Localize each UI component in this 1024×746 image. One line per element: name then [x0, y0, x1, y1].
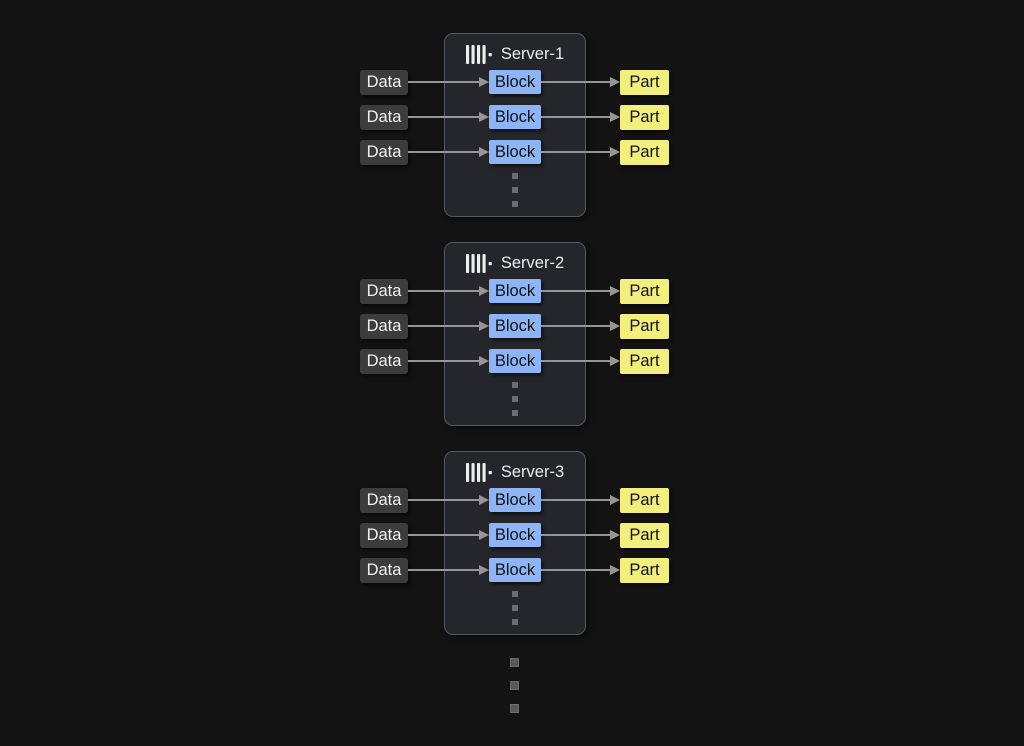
arrow-block-to-part: [541, 320, 620, 332]
ellipsis-dot: [512, 605, 518, 611]
part-node: Part: [620, 279, 669, 304]
block-node: Block: [489, 279, 541, 303]
block-node: Block: [489, 523, 541, 547]
ellipsis-dot: [512, 619, 518, 625]
data-node: Data: [360, 488, 408, 513]
server-title: Server-1: [500, 45, 565, 63]
part-node: Part: [620, 558, 669, 583]
server-header: Server-3: [445, 461, 585, 483]
ellipsis-dot: [512, 173, 518, 179]
arrow-data-to-block: [408, 494, 489, 506]
block-node: Block: [489, 488, 541, 512]
server-header: Server-1: [445, 43, 585, 65]
arrow-block-to-part: [541, 564, 620, 576]
server-icon: [465, 44, 492, 64]
arrow-data-to-block: [408, 76, 489, 88]
server-title: Server-3: [500, 463, 565, 481]
arrow-block-to-part: [541, 494, 620, 506]
server-group-3: Server-3 Data Block Part Data Block Part…: [0, 451, 1024, 635]
more-servers-ellipsis: [510, 658, 519, 713]
data-node: Data: [360, 140, 408, 165]
server-group-2: Server-2 Data Block Part Data Block Part…: [0, 242, 1024, 426]
block-node: Block: [489, 140, 541, 164]
arrow-block-to-part: [541, 76, 620, 88]
ellipsis-dot: [512, 187, 518, 193]
part-node: Part: [620, 105, 669, 130]
data-node: Data: [360, 70, 408, 95]
arrow-data-to-block: [408, 111, 489, 123]
server-icon: [465, 253, 492, 273]
arrow-data-to-block: [408, 529, 489, 541]
data-node: Data: [360, 523, 408, 548]
ellipsis-dot: [512, 410, 518, 416]
arrow-data-to-block: [408, 146, 489, 158]
inner-ellipsis: [512, 591, 518, 625]
inner-ellipsis: [512, 173, 518, 207]
data-node: Data: [360, 314, 408, 339]
arrow-block-to-part: [541, 285, 620, 297]
part-node: Part: [620, 349, 669, 374]
part-node: Part: [620, 314, 669, 339]
server-icon: [465, 462, 492, 482]
server-box: Server-1: [444, 33, 586, 217]
data-node: Data: [360, 349, 408, 374]
ellipsis-dot: [510, 704, 519, 713]
block-node: Block: [489, 70, 541, 94]
block-node: Block: [489, 314, 541, 338]
ellipsis-dot: [510, 681, 519, 690]
block-node: Block: [489, 349, 541, 373]
part-node: Part: [620, 523, 669, 548]
arrow-data-to-block: [408, 320, 489, 332]
arrow-data-to-block: [408, 285, 489, 297]
block-node: Block: [489, 558, 541, 582]
data-node: Data: [360, 105, 408, 130]
block-node: Block: [489, 105, 541, 129]
server-title: Server-2: [500, 254, 565, 272]
ellipsis-dot: [512, 591, 518, 597]
arrow-block-to-part: [541, 146, 620, 158]
arrow-data-to-block: [408, 355, 489, 367]
arrow-block-to-part: [541, 355, 620, 367]
ellipsis-dot: [512, 396, 518, 402]
data-node: Data: [360, 279, 408, 304]
inner-ellipsis: [512, 382, 518, 416]
ellipsis-dot: [512, 382, 518, 388]
part-node: Part: [620, 140, 669, 165]
server-header: Server-2: [445, 252, 585, 274]
data-node: Data: [360, 558, 408, 583]
server-group-1: Server-1 Data Block Part Data Block Part…: [0, 33, 1024, 217]
part-node: Part: [620, 70, 669, 95]
ellipsis-dot: [512, 201, 518, 207]
ellipsis-dot: [510, 658, 519, 667]
part-node: Part: [620, 488, 669, 513]
arrow-data-to-block: [408, 564, 489, 576]
arrow-block-to-part: [541, 529, 620, 541]
arrow-block-to-part: [541, 111, 620, 123]
